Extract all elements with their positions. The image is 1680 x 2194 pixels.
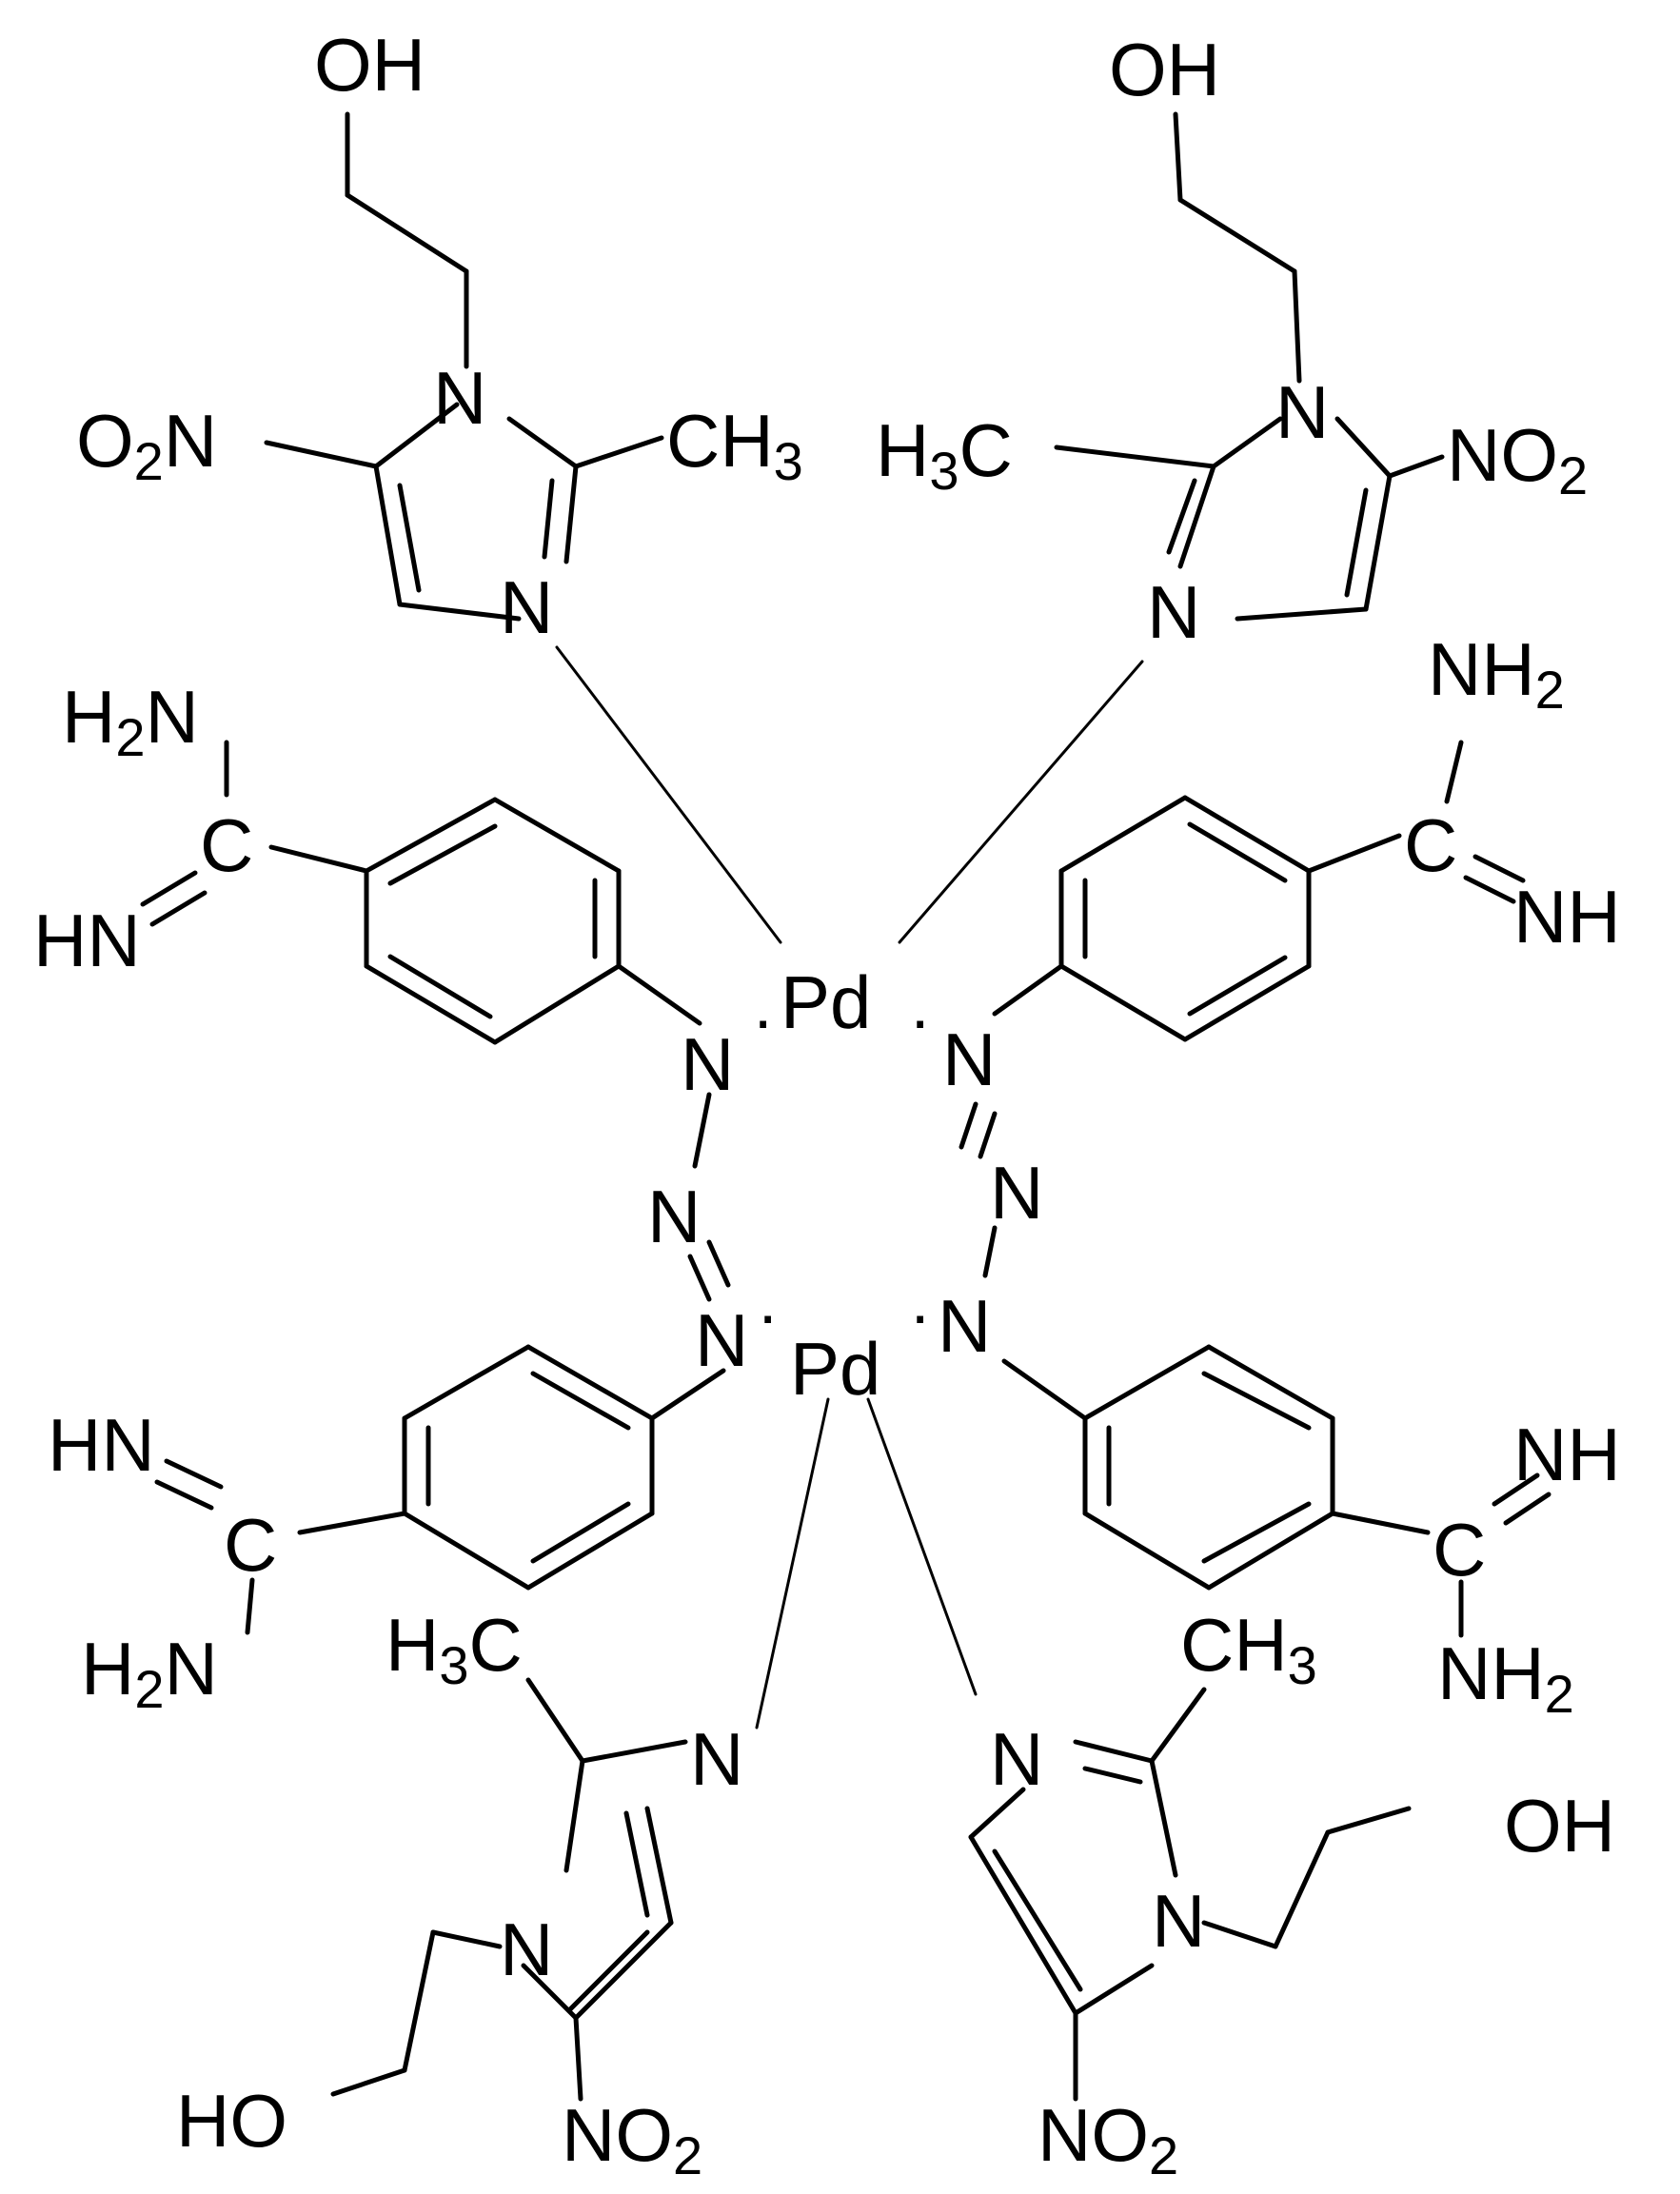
coordination-bonds [555, 645, 1144, 1730]
ch3-1: CH3 [666, 399, 803, 491]
oh-1: OH [314, 23, 425, 107]
ho-3: HO [176, 2079, 287, 2163]
atom-labels: Pd Pd N N N N N N · · · · H2N C HN NH2 C… [33, 23, 1621, 2185]
ch3-4: CH3 [1180, 1603, 1317, 1695]
nh2-br: NH2 [1437, 1631, 1574, 1724]
n1-im2: N [1275, 370, 1329, 454]
dot-tr: · [909, 982, 931, 1057]
c-tl: C [200, 803, 253, 887]
dot-bl: · [757, 1277, 779, 1352]
n3-im4: N [990, 1717, 1043, 1801]
h2n-tl: H2N [62, 675, 199, 767]
o2n-1: O2N [76, 399, 217, 491]
n1-im3: N [500, 1907, 553, 1991]
n-right-1: N [942, 1018, 996, 1101]
pd-top: Pd [781, 960, 871, 1044]
h3c-3: H3C [385, 1603, 523, 1695]
nh-tr: NH [1513, 875, 1621, 959]
oh-4: OH [1504, 1784, 1615, 1868]
h2n-bl: H2N [81, 1627, 218, 1719]
n-right-3: N [938, 1284, 991, 1368]
dot-br: · [909, 1277, 931, 1352]
h3c-2: H3C [876, 408, 1013, 501]
n3-im1: N [500, 565, 553, 649]
c-tr: C [1404, 803, 1457, 887]
nh-br: NH [1513, 1413, 1621, 1496]
dot-tl: · [752, 982, 774, 1057]
hn-bl: HN [48, 1403, 155, 1487]
no2-4: NO2 [1038, 2093, 1178, 2185]
nh2-tr: NH2 [1428, 627, 1565, 720]
n-left-1: N [681, 1022, 734, 1106]
n-left-2: N [647, 1175, 701, 1258]
n3-im2: N [1147, 570, 1200, 654]
n3-im3: N [690, 1717, 743, 1801]
hn-tl: HN [33, 899, 141, 982]
n-left-3: N [695, 1298, 748, 1382]
bond-lines [140, 111, 1552, 2102]
c-br: C [1433, 1508, 1486, 1591]
c-bl: C [224, 1503, 277, 1587]
no2-2: NO2 [1447, 413, 1588, 505]
n1-im4: N [1152, 1879, 1205, 1963]
n1-im1: N [433, 356, 486, 440]
no2-3: NO2 [562, 2093, 702, 2185]
n-right-2: N [990, 1151, 1043, 1235]
oh-2: OH [1109, 28, 1220, 111]
pd-bottom: Pd [790, 1327, 880, 1411]
